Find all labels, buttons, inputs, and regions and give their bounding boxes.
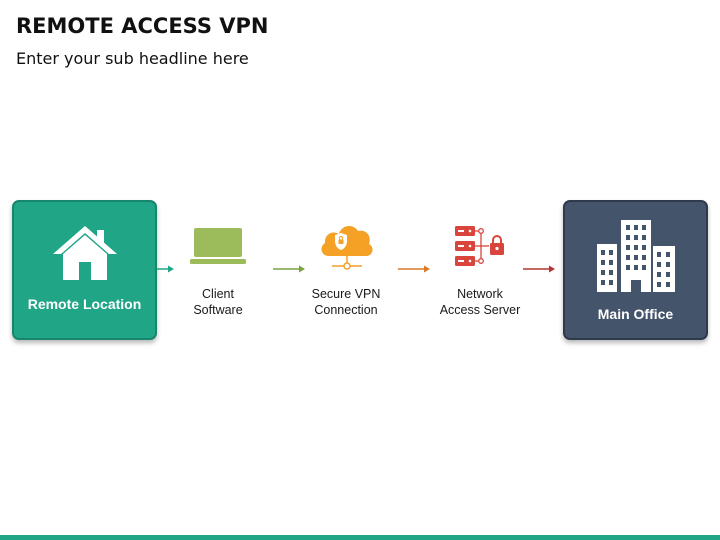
main-office-box: Main Office [563,200,708,340]
laptop-icon [190,228,246,264]
network-access-server-line-1: Network [457,287,503,301]
remote-location-label: Remote Location [27,296,142,312]
buildings-icon [597,220,675,292]
network-access-server-line-2: Access Server [439,303,521,317]
house-icon [53,226,117,280]
secure-vpn-line-1: Secure VPN [311,287,381,301]
secure-vpn-label: Secure VPN Connection [286,286,406,318]
arrow-client-to-secure [273,265,305,273]
main-office-label: Main Office [597,306,674,322]
arrow-server-to-office [523,265,555,273]
client-software-line-1: Client [202,287,234,301]
network-access-server-label: Network Access Server [420,286,540,318]
arrow-secure-to-server [398,265,430,273]
secure-vpn-line-2: Connection [314,303,378,317]
page-subtitle: Enter your sub headline here [16,49,249,68]
client-software-line-2: Software [193,303,243,317]
bottom-accent-bar [0,535,720,540]
server-lock-icon [455,226,504,266]
client-software-label: Client Software [158,286,278,318]
page-title: REMOTE ACCESS VPN [16,14,269,38]
arrow-remote-to-client [157,265,174,273]
cloud-shield-icon [321,225,373,270]
remote-location-box: Remote Location [12,200,157,340]
